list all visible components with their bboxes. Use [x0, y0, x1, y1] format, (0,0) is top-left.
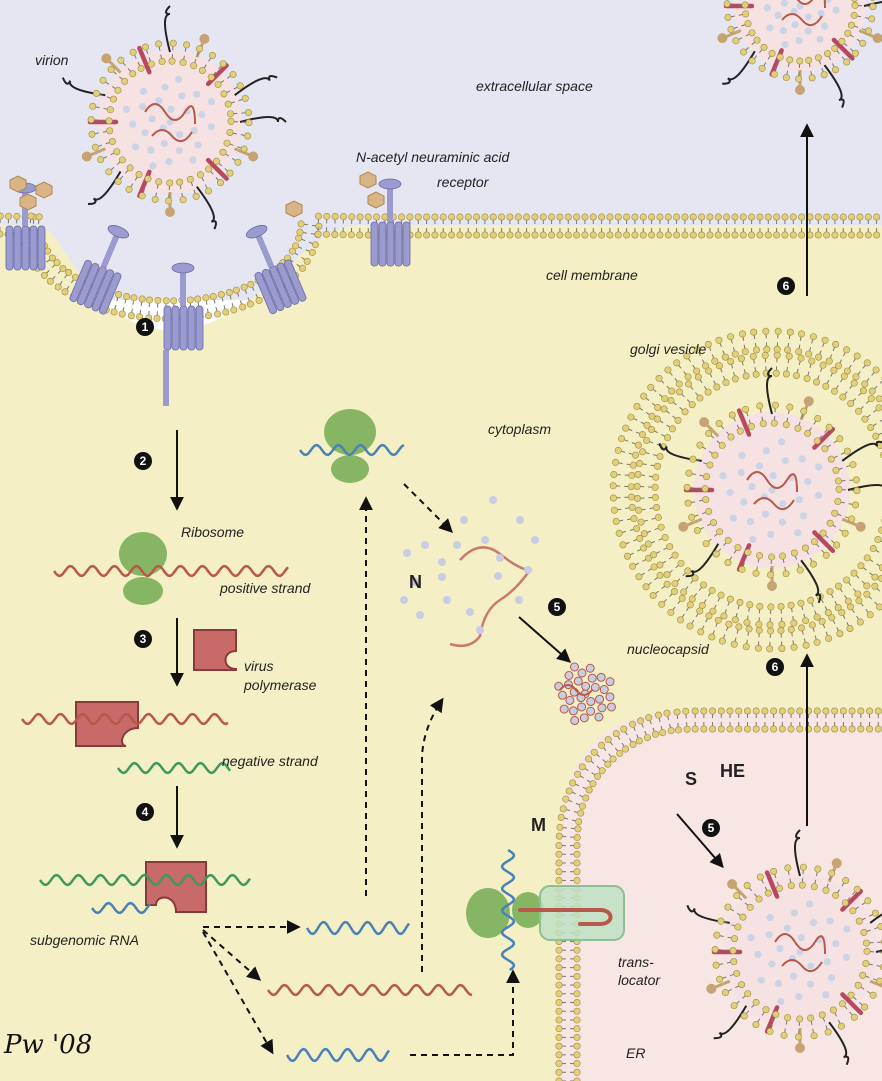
- label-translocator-2: locator: [618, 972, 661, 988]
- label-receptor: receptor: [437, 174, 490, 190]
- label-virus-polymerase-2: polymerase: [243, 677, 317, 693]
- label-negative-strand: negative strand: [222, 753, 319, 769]
- step-marker-4: 4: [136, 803, 154, 821]
- label-s-protein: S: [685, 769, 697, 789]
- label-positive-strand: positive strand: [219, 580, 311, 596]
- label-cytoplasm: cytoplasm: [488, 421, 551, 437]
- step-marker-6b: 6: [766, 658, 784, 676]
- dashed-arrows: [202, 483, 520, 1056]
- virion-entering: [61, 5, 287, 230]
- label-nucleocapsid: nucleocapsid: [627, 641, 710, 657]
- svg-text:6: 6: [783, 279, 790, 293]
- svg-text:5: 5: [708, 821, 715, 835]
- svg-text:1: 1: [142, 320, 149, 334]
- rna-positive-strand: [266, 983, 473, 997]
- label-virion: virion: [35, 52, 69, 68]
- label-translocator-1: trans-: [618, 954, 654, 970]
- label-virus-polymerase-1: virus: [244, 658, 274, 674]
- signature: Pw '08: [3, 1030, 92, 1060]
- translocator-icon: [539, 885, 625, 941]
- step-marker-1: 1: [136, 318, 154, 336]
- virus-polymerase-icon: [75, 701, 139, 747]
- label-subgenomic-rna: subgenomic RNA: [30, 932, 139, 948]
- label-n-protein: N: [409, 572, 422, 592]
- rna-subgenomic-strand: [305, 920, 411, 936]
- rna-positive-strand: [20, 712, 229, 726]
- label-he-protein: HE: [720, 761, 745, 781]
- label-m-protein: M: [531, 815, 546, 835]
- er-membrane: [555, 707, 882, 1081]
- virion-exiting: [717, 0, 882, 109]
- label-er: ER: [626, 1045, 645, 1061]
- rna-subgenomic-strand: [90, 901, 151, 915]
- rna-strands: [20, 443, 533, 1063]
- rna-negative-strand: [116, 761, 232, 775]
- nucleocapsid-icon: [554, 662, 616, 726]
- step-marker-5b: 5: [702, 819, 720, 837]
- virus-polymerase-icon: [145, 861, 207, 913]
- golgi-vesicle: [609, 327, 882, 653]
- label-extracellular-space: extracellular space: [476, 78, 593, 94]
- ribosome-icon: [119, 532, 167, 605]
- rna-subgenomic-strand: [298, 443, 405, 457]
- svg-text:6: 6: [772, 660, 779, 674]
- svg-text:2: 2: [140, 454, 147, 468]
- nascent-peptide: [518, 908, 613, 926]
- rna-positive-strand: [52, 564, 289, 578]
- svg-text:5: 5: [554, 600, 561, 614]
- receptors: [5, 178, 411, 406]
- rna-negative-strand: [38, 873, 252, 887]
- svg-text:4: 4: [142, 805, 149, 819]
- solid-arrows: [170, 123, 814, 869]
- step-marker-5a: 5: [548, 598, 566, 616]
- rna-subgenomic-strand: [285, 1047, 391, 1063]
- label-golgi-vesicle: golgi vesicle: [630, 341, 706, 357]
- label-cell-membrane: cell membrane: [546, 267, 638, 283]
- virus-polymerase-icon: [193, 629, 237, 671]
- step-marker-6a: 6: [777, 277, 795, 295]
- label-ribosome: Ribosome: [181, 524, 244, 540]
- virion-budding: [686, 829, 882, 1066]
- neuraminic-acid-icons: [9, 171, 385, 218]
- label-neuraminic-acid: N-acetyl neuraminic acid: [356, 149, 510, 165]
- ribosome-icon: [324, 409, 376, 483]
- step-marker-2: 2: [134, 452, 152, 470]
- svg-text:3: 3: [140, 632, 147, 646]
- step-marker-3: 3: [134, 630, 152, 648]
- n-protein-dots: [400, 496, 539, 634]
